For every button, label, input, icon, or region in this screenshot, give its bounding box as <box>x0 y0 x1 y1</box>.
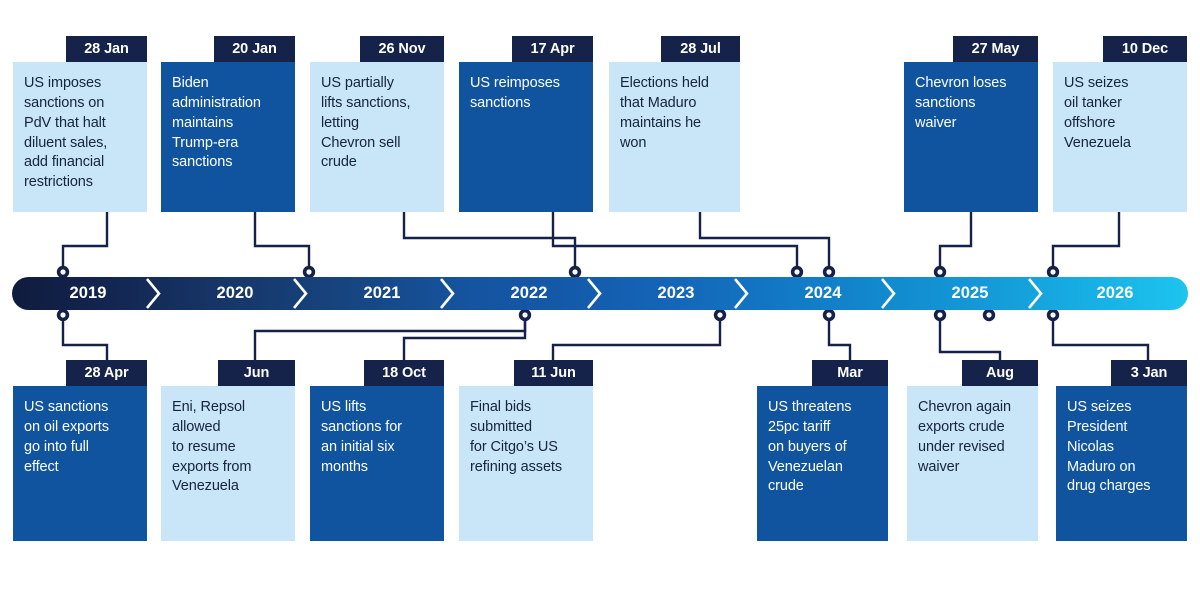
year-label-2024: 2024 <box>804 284 842 302</box>
connector-above-3 <box>402 212 577 271</box>
event-text: Biden administration maintains Trump-era… <box>172 75 261 171</box>
timeline-pins-below <box>56 308 1060 322</box>
connector-below-5 <box>827 316 852 360</box>
date-tag-above-6: 27 May <box>953 36 1038 62</box>
year-label-2020: 2020 <box>216 284 254 302</box>
event-card-above-3[interactable]: US partially lifts sanctions, letting Ch… <box>310 62 444 212</box>
chevron-separator-4 <box>587 277 603 310</box>
date-tag-below-6: Aug <box>962 360 1038 386</box>
event-text: Final bids submitted for Citgo’s US refi… <box>470 399 562 475</box>
event-card-above-7[interactable]: US seizes oil tanker offshore Venezuela <box>1053 62 1187 212</box>
chevron-separator-6 <box>881 277 897 310</box>
event-text: US seizes President Nicolas Maduro on dr… <box>1067 399 1151 495</box>
chevron-separator-1 <box>146 277 162 310</box>
year-label-2026: 2026 <box>1096 284 1134 302</box>
connector-above-4 <box>551 212 799 271</box>
event-card-above-4[interactable]: US reimposes sanctions <box>459 62 593 212</box>
date-tag-below-2: Jun <box>218 360 295 386</box>
chevron-separator-7 <box>1028 277 1044 310</box>
connector-above-2 <box>253 212 311 271</box>
date-tag-above-2: 20 Jan <box>214 36 295 62</box>
event-card-below-7[interactable]: US seizes President Nicolas Maduro on dr… <box>1056 386 1187 541</box>
year-label-2022: 2022 <box>510 284 548 302</box>
chevron-separator-3 <box>440 277 456 310</box>
year-label-2021: 2021 <box>363 284 401 302</box>
date-tag-above-3: 26 Nov <box>360 36 444 62</box>
connector-below-1 <box>61 316 109 360</box>
connector-below-6 <box>938 316 1002 360</box>
event-card-below-3[interactable]: US lifts sanctions for an initial six mo… <box>310 386 444 541</box>
date-tag-above-7: 10 Dec <box>1103 36 1187 62</box>
date-tag-below-1: 28 Apr <box>66 360 147 386</box>
event-card-below-2[interactable]: Eni, Repsol allowed to resume exports fr… <box>161 386 295 541</box>
event-text: Chevron again exports crude under revise… <box>918 399 1012 475</box>
date-tag-below-7: 3 Jan <box>1111 360 1187 386</box>
event-card-above-6[interactable]: Chevron loses sanctions waiver <box>904 62 1038 212</box>
year-label-2019: 2019 <box>69 284 107 302</box>
event-text: US lifts sanctions for an initial six mo… <box>321 399 402 475</box>
event-text: Eni, Repsol allowed to resume exports fr… <box>172 399 252 495</box>
event-text: Chevron loses sanctions waiver <box>915 75 1007 131</box>
year-label-2025: 2025 <box>951 284 989 302</box>
date-tag-above-4: 17 Apr <box>512 36 593 62</box>
chevron-separator-5 <box>734 277 750 310</box>
event-card-below-4[interactable]: Final bids submitted for Citgo’s US refi… <box>459 386 593 541</box>
event-card-above-5[interactable]: Elections held that Maduro maintains he … <box>609 62 740 212</box>
event-text: US seizes oil tanker offshore Venezuela <box>1064 75 1131 151</box>
event-text: Elections held that Maduro maintains he … <box>620 75 709 151</box>
year-label-2023: 2023 <box>657 284 695 302</box>
connector-above-7 <box>1051 212 1121 271</box>
date-tag-below-4: 11 Jun <box>514 360 593 386</box>
date-tag-above-5: 28 Jul <box>661 36 740 62</box>
event-text: US imposes sanctions on PdV that halt di… <box>24 75 108 191</box>
connector-below-7 <box>1051 316 1150 360</box>
event-text: US threatens 25pc tariff on buyers of Ve… <box>768 399 852 495</box>
timeline-bar: 2019 2020 2021 2022 2023 2024 2025 2026 <box>12 277 1188 310</box>
connector-below-3 <box>402 316 527 360</box>
date-tag-below-5: Mar <box>812 360 888 386</box>
connector-above-6 <box>938 212 973 271</box>
event-card-below-6[interactable]: Chevron again exports crude under revise… <box>907 386 1038 541</box>
date-tag-above-1: 28 Jan <box>66 36 147 62</box>
event-card-above-1[interactable]: US imposes sanctions on PdV that halt di… <box>13 62 147 212</box>
event-text: US reimposes sanctions <box>470 75 560 111</box>
connector-below-2 <box>253 316 527 360</box>
connector-below-4 <box>551 316 722 360</box>
event-card-above-2[interactable]: Biden administration maintains Trump-era… <box>161 62 295 212</box>
date-tag-below-3: 18 Oct <box>364 360 444 386</box>
event-text: US sanctions on oil exports go into full… <box>24 399 109 475</box>
event-card-below-1[interactable]: US sanctions on oil exports go into full… <box>13 386 147 541</box>
connector-above-1 <box>61 212 109 271</box>
chevron-separator-2 <box>293 277 309 310</box>
event-text: US partially lifts sanctions, letting Ch… <box>321 75 411 171</box>
connector-above-5 <box>698 212 831 271</box>
event-card-below-5[interactable]: US threatens 25pc tariff on buyers of Ve… <box>757 386 888 541</box>
